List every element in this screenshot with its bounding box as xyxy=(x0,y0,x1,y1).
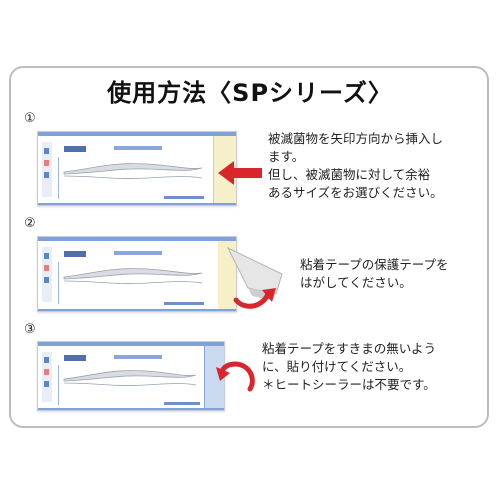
fold-arrow-icon xyxy=(216,361,255,392)
sterilization-pouch-illustration xyxy=(38,342,224,410)
step-2-instructions: 粘着テープの保護テープを はがしてください。 xyxy=(300,256,449,292)
step-1-number: ① xyxy=(24,111,36,126)
step-2-pouch-image xyxy=(37,236,237,312)
step-1-line-4: あるサイズをお選びください。 xyxy=(268,185,443,200)
peel-tape-icon xyxy=(226,246,283,309)
step-3-line-1: 粘着テープをすきまの無いよう xyxy=(262,341,437,356)
insert-arrow-icon xyxy=(218,161,262,185)
step-1-line-3: 但し、被滅菌物に対して余裕 xyxy=(268,167,431,182)
step-2-number: ② xyxy=(24,216,36,231)
sterilization-pouch-illustration xyxy=(38,237,236,311)
step-3-instructions: 粘着テープをすきまの無いよう に、貼り付けてください。 ＊ヒートシーラーは不要で… xyxy=(262,340,436,394)
step-2-line-2: はがしてください。 xyxy=(300,275,412,290)
step-1-instructions: 被滅菌物を矢印方向から挿入し ます。 但し、被滅菌物に対して余裕 あるサイズをお… xyxy=(268,130,443,202)
page-title: 使用方法〈SPシリーズ〉 xyxy=(107,79,393,107)
sterilization-pouch-illustration xyxy=(38,132,236,205)
step-1-line-2: ます。 xyxy=(268,149,305,164)
step-1-pouch-image xyxy=(37,131,237,206)
step-3-pouch-image xyxy=(37,341,225,411)
step-2-line-1: 粘着テープの保護テープを xyxy=(300,257,449,272)
step-3-number: ③ xyxy=(24,322,36,337)
step-1-line-1: 被滅菌物を矢印方向から挿入し xyxy=(268,131,444,146)
step-3-line-3: ＊ヒートシーラーは不要です。 xyxy=(262,377,436,392)
step-3-line-2: に、貼り付けてください。 xyxy=(262,359,412,374)
